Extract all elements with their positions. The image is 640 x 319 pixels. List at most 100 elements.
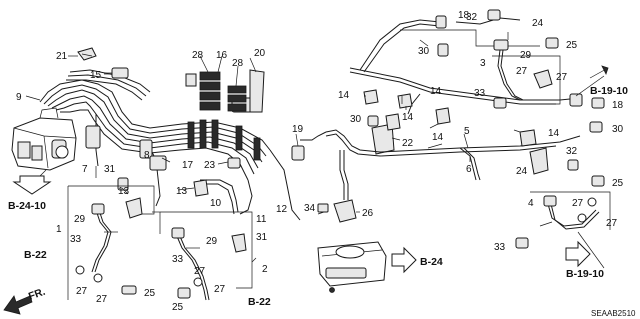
callout-27-right-c: 27	[572, 198, 584, 209]
callout-7: 7	[82, 164, 88, 175]
clip-part-30-mid	[367, 115, 379, 127]
callout-27-left-a: 27	[76, 286, 88, 297]
callout-13-center: 13	[176, 186, 188, 197]
callout-9: 9	[16, 92, 22, 103]
ref-b-22-bottom-label: B-22	[248, 296, 271, 308]
master-cylinder-area	[317, 241, 387, 293]
callout-21: 21	[56, 51, 68, 62]
callout-13-left: 13	[118, 186, 130, 197]
callout-29-right: 29	[520, 50, 532, 61]
callout-32-right: 32	[566, 146, 578, 157]
callout-32-top: 32	[466, 12, 478, 23]
front-label: FR.	[27, 286, 47, 303]
rear-assembly-outline-lower	[530, 191, 611, 230]
leader-lines	[25, 32, 605, 269]
bolt-part-32-right	[567, 159, 579, 171]
callout-19: 19	[292, 124, 304, 135]
clip-part-21	[68, 47, 97, 61]
callout-30-right: 30	[612, 124, 624, 135]
callout-18-top: 18	[458, 10, 470, 21]
rear-brake-pipes	[325, 17, 581, 181]
callout-25-right: 25	[566, 40, 578, 51]
callout-17: 17	[182, 160, 194, 171]
callout-14-c: 14	[432, 132, 444, 143]
ref-b-22-left-label: B-22	[24, 249, 47, 261]
ref-b-19-10-bottom[interactable]: B-19-10	[565, 240, 604, 280]
ref-b-24-label: B-24	[420, 256, 443, 268]
grommet-part-13	[193, 179, 209, 197]
callout-12: 12	[276, 204, 288, 215]
callout-33-left: 33	[70, 234, 82, 245]
callout-33-lower-right: 33	[494, 242, 506, 253]
callout-5: 5	[464, 126, 470, 137]
callout-27-right-a: 27	[516, 66, 528, 77]
callout-28-right: 28	[232, 58, 244, 69]
diagram-code: SEAAB2510	[591, 309, 636, 318]
callout-14-e: 14	[548, 128, 560, 139]
clip-part-14-e	[519, 129, 537, 147]
right-rear-hose-group	[515, 147, 600, 249]
ref-b-24[interactable]: B-24	[391, 246, 443, 274]
callout-34: 34	[304, 203, 316, 214]
callout-31-left: 31	[104, 164, 116, 175]
callout-14-d: 14	[430, 86, 442, 97]
right-front-hose-group	[159, 211, 253, 301]
ref-b-22-left[interactable]: B-22	[24, 249, 47, 261]
clip-part-14-c	[435, 107, 451, 125]
bolt-part-32-top	[487, 9, 501, 21]
callout-14-a: 14	[338, 90, 350, 101]
callout-20: 20	[254, 48, 266, 59]
callout-2: 2	[262, 264, 268, 275]
callout-27-left-b: 27	[96, 294, 108, 305]
ref-b-19-10-top[interactable]: B-19-10	[589, 65, 628, 97]
abs-modulator-unit	[11, 107, 77, 171]
callout-23: 23	[204, 160, 216, 171]
clamp-stack-part-16	[185, 71, 221, 111]
ref-b-19-10-top-label: B-19-10	[590, 85, 628, 97]
left-rear-hose-group	[493, 39, 583, 109]
callout-29-center: 29	[206, 236, 218, 247]
bolt-part-30-right	[589, 121, 603, 133]
callout-29-left: 29	[74, 214, 86, 225]
bolt-part-25-lower-right	[591, 175, 605, 187]
callout-27-center-a: 27	[194, 266, 206, 277]
callout-labels: 21 15 9 28 16 20 28 8 17 23 13 10 11 12 …	[16, 10, 624, 313]
callout-6: 6	[466, 164, 472, 175]
clip-part-18-top	[435, 15, 447, 29]
left-front-hose-group	[67, 185, 155, 300]
callout-15: 15	[90, 70, 102, 81]
callout-3: 3	[480, 58, 486, 69]
callout-27-center-b: 27	[214, 284, 226, 295]
valve-part-26	[333, 150, 357, 223]
ref-b-24-10[interactable]: B-24-10	[8, 175, 52, 212]
callout-30-center: 30	[350, 114, 362, 125]
clip-part-18-right	[591, 97, 605, 109]
callout-14-b: 14	[402, 112, 414, 123]
callout-33-right: 33	[474, 88, 486, 99]
callout-31-center: 31	[256, 232, 268, 243]
bracket-part-22	[371, 123, 401, 155]
bolt-part-34	[317, 203, 329, 213]
callout-24-top: 24	[532, 18, 544, 29]
callout-25-left: 25	[144, 288, 156, 299]
callout-11: 11	[256, 214, 267, 225]
callout-30-top: 30	[418, 46, 430, 57]
bolt-part-25-right	[545, 37, 559, 49]
clip-part-14-a	[363, 89, 379, 105]
callout-27-right-d: 27	[606, 218, 618, 229]
ref-b-24-10-label: B-24-10	[8, 200, 46, 212]
callout-27-right-b: 27	[556, 72, 568, 83]
clamp-stack-part-28	[227, 69, 265, 113]
ref-b-22-bottom[interactable]: B-22	[248, 296, 271, 308]
callout-22: 22	[402, 138, 414, 149]
callout-16: 16	[216, 50, 228, 61]
callout-4: 4	[528, 198, 534, 209]
callout-25-lower-right: 25	[612, 178, 624, 189]
clip-part-30-upper	[437, 43, 449, 57]
callout-33-center: 33	[172, 254, 184, 265]
callout-26: 26	[362, 208, 374, 219]
callout-18-right: 18	[612, 100, 624, 111]
rear-assembly-outline-top	[400, 29, 540, 47]
clip-part-23	[227, 157, 241, 169]
clip-part-13-left	[117, 177, 129, 191]
